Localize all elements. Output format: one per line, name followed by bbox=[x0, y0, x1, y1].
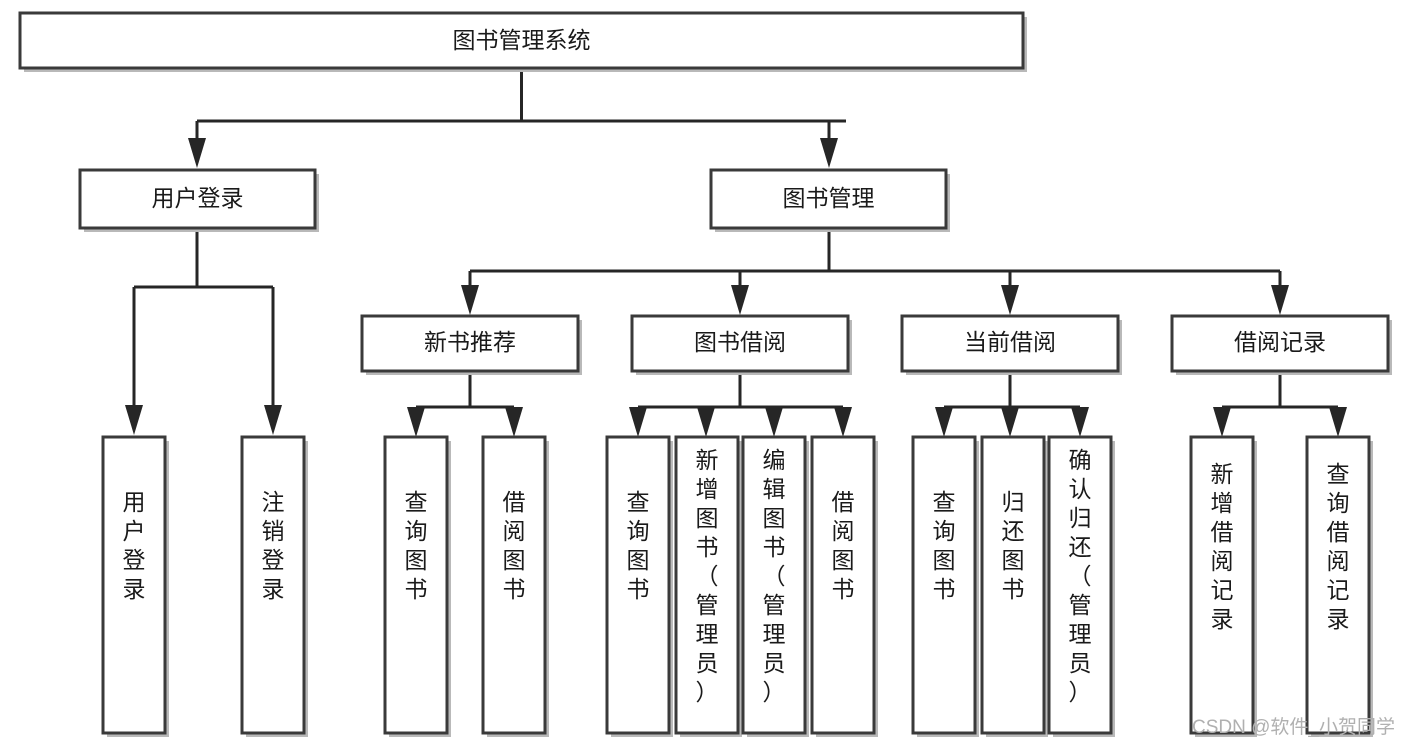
node-newbook[interactable]: 新书推荐 bbox=[360, 314, 582, 375]
node-leaf1-box bbox=[101, 435, 167, 735]
node-root-label: 图书管理系统 bbox=[453, 27, 591, 53]
arrowhead-to-leaf8 bbox=[834, 407, 852, 437]
arrowhead-to-leaf10 bbox=[1001, 407, 1019, 437]
node-bookmgmt[interactable]: 图书管理 bbox=[709, 168, 950, 232]
node-leaf7[interactable]: 编辑图书（管理员） bbox=[741, 435, 809, 737]
node-leaf7-label: 编辑图书（管理员） bbox=[763, 447, 786, 705]
node-leaf3[interactable]: 查询图书 bbox=[383, 435, 451, 737]
arrowhead-to-login bbox=[188, 138, 206, 168]
node-bookmgmt-label: 图书管理 bbox=[783, 185, 875, 211]
node-records[interactable]: 借阅记录 bbox=[1170, 314, 1392, 375]
arrowhead-to-records bbox=[1271, 285, 1289, 315]
node-leaf4[interactable]: 借阅图书 bbox=[481, 435, 549, 737]
node-leaf13-label: 查询借阅记录 bbox=[1327, 461, 1350, 632]
node-leaf11-label: 确认归还（管理员） bbox=[1069, 447, 1092, 705]
node-leaf6[interactable]: 新增图书（管理员） bbox=[674, 435, 742, 737]
node-leaf4-box bbox=[481, 435, 547, 735]
connector-borrow-bus bbox=[636, 375, 845, 412]
connector-login-bus bbox=[132, 232, 275, 405]
arrowhead-to-leaf4 bbox=[505, 407, 523, 437]
node-leaf9-box bbox=[911, 435, 977, 735]
node-leaf4-label: 借阅图书 bbox=[503, 489, 526, 602]
node-leaf6-label: 新增图书（管理员） bbox=[696, 447, 719, 705]
node-records-box bbox=[1170, 314, 1390, 373]
node-leaf11-box bbox=[1047, 435, 1113, 735]
node-leaf1[interactable]: 用户登录 bbox=[101, 435, 169, 737]
node-leaf13[interactable]: 查询借阅记录 bbox=[1305, 435, 1373, 737]
node-login[interactable]: 用户登录 bbox=[78, 168, 319, 232]
node-newbook-box bbox=[360, 314, 580, 373]
node-records-label: 借阅记录 bbox=[1234, 329, 1326, 355]
arrowhead-to-newbook bbox=[461, 285, 479, 315]
node-leaf7-box bbox=[741, 435, 807, 735]
node-borrow-box bbox=[630, 314, 850, 373]
connector-layer bbox=[125, 68, 1347, 437]
node-leaf12[interactable]: 新增借阅记录 bbox=[1189, 435, 1257, 737]
connector-newbook-bus bbox=[414, 375, 516, 412]
node-leaf8-label: 借阅图书 bbox=[832, 489, 855, 602]
arrowhead-to-bookmgmt bbox=[820, 138, 838, 168]
connector-bookmgmt-bus bbox=[468, 232, 1282, 285]
arrowhead-to-leaf7 bbox=[765, 407, 783, 437]
node-current[interactable]: 当前借阅 bbox=[900, 314, 1122, 375]
node-leaf5[interactable]: 查询图书 bbox=[605, 435, 673, 737]
node-leaf5-label: 查询图书 bbox=[627, 489, 650, 602]
arrowhead-to-current bbox=[1001, 285, 1019, 315]
node-current-label: 当前借阅 bbox=[964, 329, 1056, 355]
arrowhead-to-leaf12 bbox=[1213, 407, 1231, 437]
node-leaf2[interactable]: 注销登录 bbox=[240, 435, 308, 737]
node-current-box bbox=[900, 314, 1120, 373]
arrowhead-to-borrow bbox=[731, 285, 749, 315]
connector-root-bus bbox=[195, 68, 846, 138]
arrowhead-to-leaf5 bbox=[629, 407, 647, 437]
node-leaf10[interactable]: 归还图书 bbox=[980, 435, 1048, 737]
node-leaf2-label: 注销登录 bbox=[262, 489, 285, 602]
connector-current-bus bbox=[942, 375, 1082, 412]
node-newbook-label: 新书推荐 bbox=[424, 329, 516, 355]
node-root[interactable]: 图书管理系统 bbox=[18, 11, 1027, 72]
node-leaf8-box bbox=[810, 435, 876, 735]
node-leaf9[interactable]: 查询图书 bbox=[911, 435, 979, 737]
connector-records-bus bbox=[1220, 375, 1340, 412]
node-leaf10-box bbox=[980, 435, 1046, 735]
node-leaf13-box bbox=[1305, 435, 1371, 735]
node-leaf8[interactable]: 借阅图书 bbox=[810, 435, 878, 737]
node-login-box bbox=[78, 168, 317, 230]
arrowhead-to-leaf3 bbox=[407, 407, 425, 437]
arrowhead-to-leaf11 bbox=[1071, 407, 1089, 437]
arrowhead-to-leaf6 bbox=[697, 407, 715, 437]
node-leaf6-box bbox=[674, 435, 740, 735]
node-leaf2-box bbox=[240, 435, 306, 735]
node-borrow[interactable]: 图书借阅 bbox=[630, 314, 852, 375]
node-leaf9-label: 查询图书 bbox=[933, 489, 956, 602]
node-leaf5-box bbox=[605, 435, 671, 735]
node-leaf10-label: 归还图书 bbox=[1002, 489, 1025, 602]
node-borrow-label: 图书借阅 bbox=[694, 329, 786, 355]
csdn-watermark: CSDN @软件_小贺同学 bbox=[1192, 716, 1395, 738]
node-leaf3-box bbox=[383, 435, 449, 735]
node-leaf12-box bbox=[1189, 435, 1255, 735]
arrowhead-to-leaf13 bbox=[1329, 407, 1347, 437]
node-leaf12-label: 新增借阅记录 bbox=[1211, 461, 1234, 632]
node-root-box bbox=[18, 11, 1025, 70]
node-bookmgmt-box bbox=[709, 168, 948, 230]
arrowhead-to-leaf2 bbox=[264, 405, 282, 435]
arrowhead-to-leaf9 bbox=[935, 407, 953, 437]
node-leaf11[interactable]: 确认归还（管理员） bbox=[1047, 435, 1115, 737]
node-leaf3-label: 查询图书 bbox=[405, 489, 428, 602]
arrowhead-to-leaf1 bbox=[125, 405, 143, 435]
node-login-label: 用户登录 bbox=[152, 185, 244, 211]
node-leaf1-label: 用户登录 bbox=[123, 489, 146, 602]
